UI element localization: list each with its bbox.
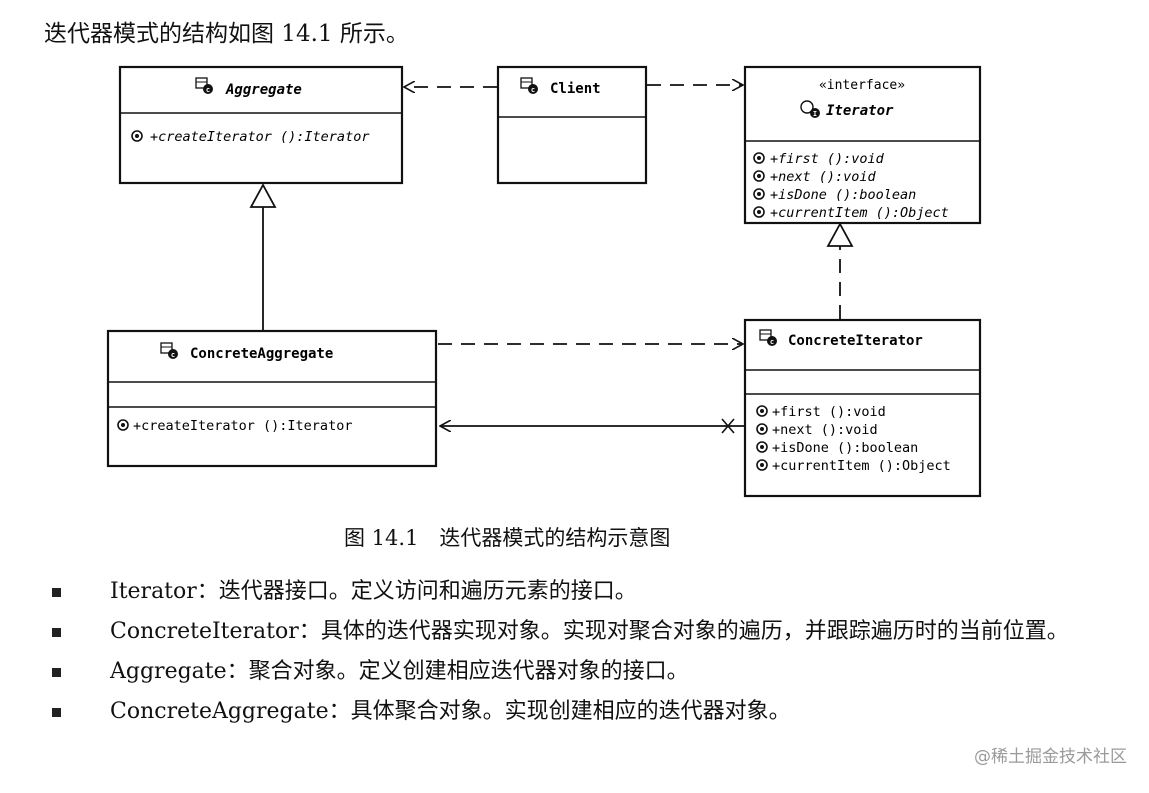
iterator-name: Iterator [826,103,894,119]
bullet-list: Iterator：迭代器接口。定义访问和遍历元素的接口。 ConcreteIte… [46,572,1136,732]
client-class: Client [496,65,648,185]
intro-text: 迭代器模式的结构如图 14.1 所示。 [44,21,409,47]
bullet-text: ConcreteAggregate：具体聚合对象。实现创建相应的迭代器对象。 [110,699,791,724]
list-item: Aggregate：聚合对象。定义创建相应迭代器对象的接口。 [46,652,1136,692]
operation-icon [756,459,768,471]
operation-icon [756,405,768,417]
bullet-marker [52,588,61,597]
operation-icon [756,423,768,435]
generalization-arrow [249,183,277,330]
association-arrow [440,418,744,434]
concrete-iterator-op-next: +next ():void [772,422,878,438]
operation-icon [753,170,765,182]
aggregate-op: +createIterator ():Iterator [150,129,370,145]
bullet-marker [52,628,61,637]
interface-stereotype: «interface» [819,78,905,93]
iterator-op-next: +next ():void [770,169,877,185]
bullet-marker [52,708,61,717]
aggregate-class: Aggregate +createIterator ():Iterator [118,65,404,185]
interface-icon: I [800,100,820,118]
iterator-op-currentitem: +currentItem ():Object [770,205,949,221]
uml-diagram: c Aggregate +createIterator ():Iterator … [106,65,982,498]
operation-icon [117,419,129,431]
figure-caption: 图 14.1 迭代器模式的结构示意图 [344,526,671,550]
list-item: ConcreteIterator：具体的迭代器实现对象。实现对聚合对象的遍历，并… [46,612,1136,652]
concrete-aggregate-name: ConcreteAggregate [190,346,333,362]
watermark: @稀土掘金技术社区 [974,747,1127,767]
iterator-op-isdone: +isDone ():boolean [770,187,916,203]
operation-icon [756,441,768,453]
aggregate-name: Aggregate [225,82,302,98]
realization-arrow [826,222,854,319]
concrete-iterator-name: ConcreteIterator [788,333,923,349]
operation-icon [753,188,765,200]
list-item: Iterator：迭代器接口。定义访问和遍历元素的接口。 [46,572,1136,612]
concrete-aggregate-op: +createIterator ():Iterator [133,418,352,434]
svg-text:I: I [813,110,817,118]
operation-icon [753,152,765,164]
concrete-iterator-class: ConcreteIterator +first ():void +next ()… [743,318,982,498]
operation-icon [753,206,765,218]
bullet-text: ConcreteIterator：具体的迭代器实现对象。实现对聚合对象的遍历，并… [110,619,1069,644]
bullet-text: Aggregate：聚合对象。定义创建相应迭代器对象的接口。 [110,659,689,684]
bullet-text: Iterator：迭代器接口。定义访问和遍历元素的接口。 [110,579,637,604]
concrete-aggregate-class: ConcreteAggregate +createIterator ():Ite… [106,329,438,468]
client-name: Client [550,81,601,97]
bullet-marker [52,668,61,677]
iterator-op-first: +first ():void [770,151,885,167]
concrete-iterator-op-currentitem: +currentItem ():Object [772,458,951,474]
concrete-iterator-op-isdone: +isDone ():boolean [772,440,918,456]
concrete-iterator-op-first: +first ():void [772,404,886,420]
operation-icon [131,130,143,142]
iterator-interface: «interface» I Iterator +first ():void +n… [743,65,982,225]
list-item: ConcreteAggregate：具体聚合对象。实现创建相应的迭代器对象。 [46,692,1136,732]
